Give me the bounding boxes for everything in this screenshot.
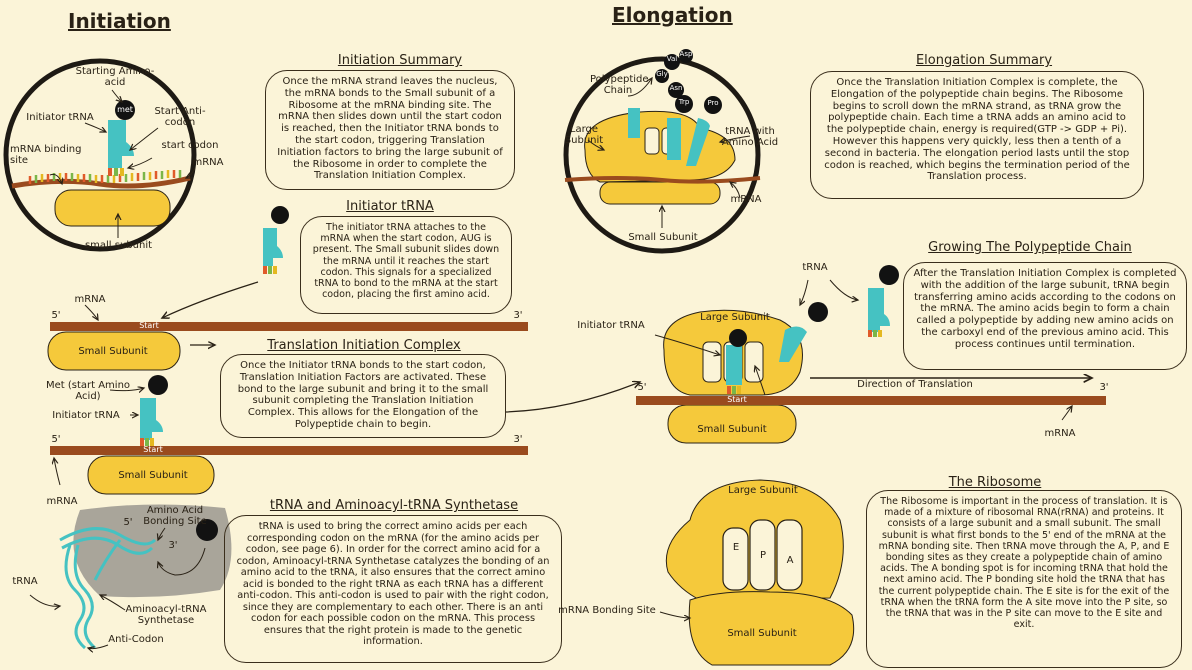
box-initiator-trna: The initiator tRNA attaches to the mRNA … <box>300 216 512 314</box>
label-start-growing: Start <box>727 395 747 404</box>
label-aa-gly: Gly <box>656 70 668 78</box>
label-5prime-trna: 5' <box>123 517 133 528</box>
label-small-subunit-step2: Small Subunit <box>118 470 188 481</box>
label-amino-acid-bonding-site: Amino Acid Bonding Site <box>143 505 207 527</box>
label-small-subunit-step1: Small Subunit <box>78 346 148 357</box>
label-start-step2: Start <box>143 445 163 454</box>
box-elongation-summary: Once the Translation Initiation Complex … <box>810 71 1144 199</box>
label-start-codon: start codon <box>161 140 219 151</box>
mrna-step-2 <box>50 375 640 495</box>
label-large-subunit-growing: Large Subunit <box>700 312 770 323</box>
label-aa-val: Val <box>666 55 678 63</box>
label-mrna-bonding-site: mRNA Bonding Site <box>558 605 656 616</box>
label-site-p: P <box>759 550 767 561</box>
label-large-subunit-ribosome: Large Subunit <box>728 485 798 496</box>
elongation-circle <box>563 49 761 254</box>
label-aa-asn: Asn <box>669 84 683 92</box>
title-growing-chain: Growing The Polypeptide Chain <box>928 240 1132 255</box>
label-small-subunit-ribosome: Small Subunit <box>727 628 797 639</box>
label-3prime-step2: 3' <box>513 434 523 445</box>
box-trna-synthetase: tRNA is used to bring the correct amino … <box>224 515 562 663</box>
growing-chain-illustration <box>636 265 1106 444</box>
label-met-start-amino: Met (start Amino Acid) <box>45 380 131 402</box>
label-initiator-trna-growing: Initiator tRNA <box>577 320 645 331</box>
label-small-subunit-elongation-circle: Small Subunit <box>628 232 698 243</box>
label-start-anticodon: Start Anti-codon <box>154 106 206 128</box>
label-direction-of-translation: Direction of Translation <box>857 379 973 390</box>
ribosome-illustration <box>659 479 855 666</box>
label-mrna-step2: mRNA <box>46 496 78 507</box>
label-mrna-elongation-circle: mRNA <box>730 194 762 205</box>
label-trna-growing: tRNA <box>802 262 828 273</box>
heading-initiation: Initiation <box>68 9 171 33</box>
label-aa-pro: Pro <box>707 99 719 107</box>
label-5prime-step1: 5' <box>51 310 61 321</box>
label-met: met <box>117 105 133 114</box>
title-ribosome: The Ribosome <box>948 475 1042 490</box>
title-initiation-summary: Initiation Summary <box>337 53 463 68</box>
label-mrna-circle: mRNA <box>192 157 224 168</box>
label-trna-with-amino-acid: tRNA with Amino Acid <box>721 126 779 148</box>
label-polypeptide-chain: Polypeptide Chain <box>590 74 649 96</box>
label-small-subunit-circle: small subunit <box>84 240 153 251</box>
label-3prime-step1: 3' <box>513 310 523 321</box>
box-initiation-summary: Once the mRNA strand leaves the nucleus,… <box>265 70 515 190</box>
label-initiator-trna-step2: Initiator tRNA <box>52 410 120 421</box>
label-initiator-trna-circle: Initiator tRNA <box>26 112 94 123</box>
box-translation-initiation-complex: Once the Initiator tRNA bonds to the sta… <box>220 354 506 438</box>
title-elongation-summary: Elongation Summary <box>915 53 1053 68</box>
initiation-circle <box>3 58 197 252</box>
label-start-step1: Start <box>139 321 159 330</box>
mrna-step-1 <box>47 304 528 371</box>
label-starting-amino-acid: Starting Amino-acid <box>75 66 155 88</box>
trna-synthetase-illustration <box>29 504 232 648</box>
label-mrna-step1: mRNA <box>74 294 106 305</box>
label-mrna-binding-site: mRNA binding site <box>10 144 82 166</box>
box-ribosome: The Ribosome is important in the process… <box>866 490 1182 668</box>
title-trna-synthetase: tRNA and Aminoacyl-tRNA Synthetase <box>269 498 519 513</box>
box-growing-chain: After the Translation Initiation Complex… <box>903 262 1187 370</box>
free-initiator-trna <box>162 206 289 318</box>
label-aa-asp: Asp <box>679 50 693 58</box>
label-large-subunit-circle: Large Subunit <box>564 124 604 146</box>
label-5prime-step2: 5' <box>51 434 61 445</box>
label-small-subunit-growing: Small Subunit <box>697 424 767 435</box>
label-anti-codon: Anti-Codon <box>108 634 164 645</box>
label-3prime-trna: 3' <box>168 540 178 551</box>
label-aminoacyl-synthetase: Aminoacyl-tRNA Synthetase <box>125 604 207 626</box>
label-mrna-growing: mRNA <box>1044 428 1076 439</box>
label-aa-trp: Trp <box>678 98 690 106</box>
title-translation-initiation-complex: Translation Initiation Complex <box>267 338 461 353</box>
label-5prime-growing: 5' <box>637 382 647 393</box>
label-site-a: A <box>786 555 794 566</box>
label-trna: tRNA <box>12 576 38 587</box>
heading-elongation: Elongation <box>612 3 733 27</box>
title-initiator-trna: Initiator tRNA <box>346 199 434 214</box>
label-3prime-growing: 3' <box>1099 382 1109 393</box>
label-site-e: E <box>732 542 740 553</box>
